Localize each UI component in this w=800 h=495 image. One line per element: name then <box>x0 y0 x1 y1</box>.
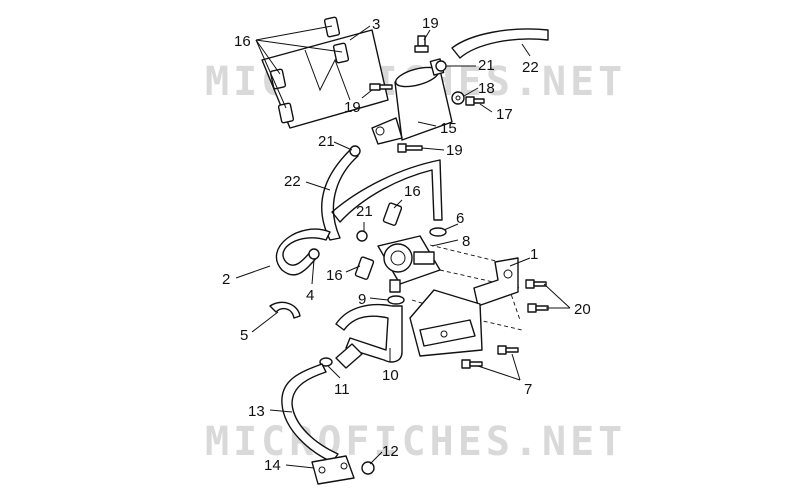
callout-3: 3 <box>372 16 380 33</box>
hose-2 <box>275 228 331 276</box>
callout-labels: 16 3 19 22 21 19 18 17 15 21 19 22 16 21… <box>222 15 591 474</box>
callout-7: 7 <box>524 381 532 398</box>
clamp-11 <box>319 357 333 367</box>
pipe-10-end <box>335 343 363 369</box>
gasket-14 <box>311 455 355 485</box>
washer-18 <box>451 91 465 105</box>
hose-22-lower <box>321 149 443 241</box>
callout-19: 19 <box>344 99 361 116</box>
callout-6: 6 <box>456 210 464 227</box>
clip-5 <box>269 301 301 319</box>
watermark-bottom: MICROFICHES.NET <box>205 419 626 465</box>
screw-19c <box>397 143 423 153</box>
callout-19: 19 <box>446 142 463 159</box>
callout-16: 16 <box>326 267 343 284</box>
hose-22-upper <box>451 28 549 59</box>
screw-17 <box>465 96 485 106</box>
callout-16: 16 <box>404 183 421 200</box>
clamp-6 <box>429 227 447 237</box>
callout-11: 11 <box>334 381 350 398</box>
callout-2: 2 <box>222 271 230 288</box>
leader-lines <box>235 25 571 469</box>
nut-16c <box>354 256 375 280</box>
screw-7 <box>461 345 519 369</box>
bracket-plate <box>261 16 389 129</box>
callout-9: 9 <box>358 291 366 308</box>
callout-21: 21 <box>478 57 495 74</box>
clamp-21b <box>349 145 361 157</box>
screw-19a <box>414 35 429 53</box>
clamp-21c <box>356 230 368 242</box>
clamp-21a <box>435 60 447 72</box>
callout-17: 17 <box>496 106 513 123</box>
screw-19b <box>369 83 393 91</box>
screw-20 <box>525 279 549 313</box>
valve <box>377 235 441 293</box>
callout-21: 21 <box>356 203 373 220</box>
callout-22: 22 <box>284 173 301 190</box>
callout-1: 1 <box>530 246 538 263</box>
callout-10: 10 <box>382 367 399 384</box>
callout-16: 16 <box>234 33 251 50</box>
callout-12: 12 <box>382 443 399 460</box>
callout-22: 22 <box>522 59 539 76</box>
callout-18: 18 <box>478 80 495 97</box>
callout-4: 4 <box>306 287 314 304</box>
callout-5: 5 <box>240 327 248 344</box>
clamp-4 <box>308 248 320 260</box>
callout-14: 14 <box>264 457 281 474</box>
callout-15: 15 <box>440 120 457 137</box>
callout-21: 21 <box>318 133 335 150</box>
callout-8: 8 <box>462 233 470 250</box>
clamp-9 <box>387 295 405 305</box>
nut-12 <box>361 461 375 475</box>
nut-16b <box>382 202 403 226</box>
callout-20: 20 <box>574 301 591 318</box>
mount-bracket <box>409 257 519 357</box>
callout-13: 13 <box>248 403 265 420</box>
callout-19: 19 <box>422 15 439 32</box>
